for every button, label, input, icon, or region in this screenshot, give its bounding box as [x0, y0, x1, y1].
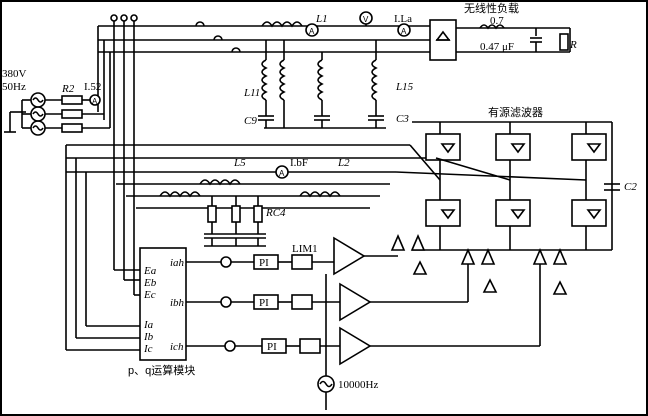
load-title: 无线性负载	[464, 1, 519, 15]
eb-label: Eb	[143, 277, 157, 289]
l11-label: L11	[243, 87, 260, 99]
ic-label: Ic	[143, 343, 153, 355]
pi-label: PI	[259, 257, 269, 269]
ac-source: A 380V 50Hz R2 I.52	[2, 68, 110, 136]
c2-label: C2	[624, 181, 637, 193]
l5-label: L5	[233, 157, 246, 169]
source-ammeter	[89, 94, 101, 106]
pi-label: PI	[259, 297, 269, 309]
module-label: p、q运算模块	[128, 363, 195, 377]
source-voltage: 380V	[2, 68, 27, 80]
carrier-frequency: 10000Hz	[338, 379, 378, 391]
nonlinear-load: 无线性负载 0.7 0.47 μF R	[429, 1, 577, 61]
phase-lines	[97, 25, 430, 128]
control-chain-b: PI	[186, 282, 372, 322]
filter-branch: A L5 I.bF L2 RC4	[65, 144, 436, 350]
control-chain-a: PI LIM1	[186, 236, 366, 276]
lim-label: LIM1	[292, 243, 318, 255]
ec-label: Ec	[143, 289, 156, 301]
carrier-source: 10000Hz	[317, 274, 378, 410]
main-line-components: L1 A V A I.La	[195, 11, 412, 53]
terminals	[110, 14, 138, 295]
load-r-value: 0.7	[490, 15, 504, 27]
inductor-l1-label: L1	[315, 13, 328, 25]
load-resistor-label: R	[569, 39, 577, 51]
c9-label: C9	[244, 115, 257, 127]
source-frequency: 50Hz	[2, 81, 26, 93]
ea-label: Ea	[143, 265, 157, 277]
iah-label: iah	[170, 257, 185, 269]
load-ammeter-label: I.La	[394, 13, 412, 25]
load-c-value: 0.47 μF	[480, 41, 514, 53]
resistor-label: R2	[61, 83, 75, 95]
gate-drivers	[364, 233, 568, 347]
control-chain-c: PI	[186, 326, 372, 366]
ib-label: Ib	[143, 331, 154, 343]
active-filter-bridge: 有源滤波器 C2	[395, 105, 637, 251]
ich-label: ich	[170, 341, 184, 353]
tuned-filters: L11 C9 L15 C3	[243, 40, 414, 129]
l15-label: L15	[395, 81, 414, 93]
filter-ammeter-label: I.bF	[290, 157, 308, 169]
ia-label: Ia	[143, 319, 154, 331]
l2-label: L2	[337, 157, 350, 169]
ammeter-icon: A	[309, 27, 315, 36]
ammeter-icon: A	[401, 27, 407, 36]
voltmeter-icon: V	[363, 15, 369, 24]
ammeter-icon: A	[279, 169, 285, 178]
ibh-label: ibh	[170, 297, 185, 309]
rc4-label: RC4	[265, 207, 286, 219]
pi-label: PI	[267, 341, 277, 353]
source-ammeter-label: I.52	[84, 81, 101, 93]
filter-title: 有源滤波器	[488, 105, 543, 119]
ammeter-icon: A	[92, 97, 98, 106]
c3-label: C3	[396, 113, 409, 125]
pq-module: Ea Eb Ec Ia Ib Ic iah ibh ich p、q运算模块	[66, 247, 195, 377]
